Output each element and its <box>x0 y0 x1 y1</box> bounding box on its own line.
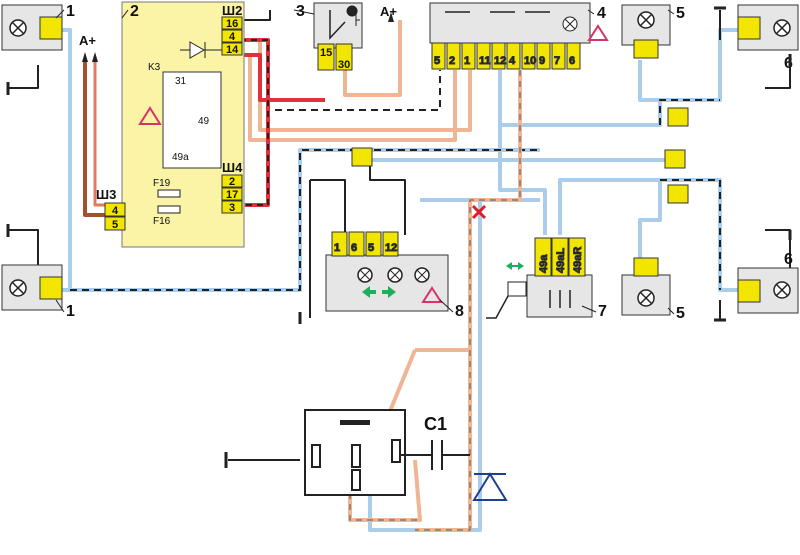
hazard-switch-pin-label: 5 <box>434 55 440 67</box>
stalk-pin-box <box>568 237 586 277</box>
connector-sh2-label: Ш2 <box>222 3 242 18</box>
hazard-switch-pin-label: 1 <box>464 55 470 67</box>
cluster-pin-label: 5 <box>368 242 374 254</box>
hazard-switch-pin-box <box>491 42 506 70</box>
stalk-pin-label: 49a <box>538 254 550 273</box>
pin-3: 3 <box>229 202 235 214</box>
fuse-f16 <box>157 205 181 214</box>
added-relay <box>304 409 406 496</box>
sh3-pin-4: 4 <box>112 205 119 217</box>
diode-icon <box>472 472 508 501</box>
sh3-pin-5: 5 <box>112 219 118 231</box>
lamp-side-right-bottom: 5 <box>621 257 685 322</box>
harness-connectors <box>351 107 689 204</box>
cluster-pin-box <box>382 231 399 257</box>
hazard-switch-pin-label: 2 <box>449 55 455 67</box>
hazard-switch-pin-label: 11 <box>479 55 491 67</box>
hazard-switch-pin-box <box>521 42 536 70</box>
turn-signal-stalk: 49a 49aL 49aR 7 <box>486 237 607 320</box>
cluster-pin-box <box>365 231 382 257</box>
hazard-switch-pin-box <box>506 42 521 70</box>
relay-pin-49a: 49a <box>172 152 189 163</box>
hazard-switch-pin-box <box>461 42 476 70</box>
callout-6-bottom: 6 <box>784 251 793 268</box>
pin-4: 4 <box>229 31 236 43</box>
callout-leaders <box>55 9 675 315</box>
lamp-rear-left: 1 <box>1 264 75 320</box>
pin-16: 16 <box>226 18 238 30</box>
stalk-pin-label: 49aR <box>572 247 584 273</box>
hazard-switch-pin-box <box>431 42 446 70</box>
diode-d1 <box>472 472 508 501</box>
arrow-left-right-icon <box>506 262 524 270</box>
callout-4: 4 <box>597 5 606 22</box>
callout-5-top: 5 <box>676 5 685 22</box>
relay-fuse-block: K3 31 49 49a Ш2 16 4 14 Ш4 2 17 3 F19 F1… <box>96 1 245 248</box>
relay-pin-31: 31 <box>175 76 187 87</box>
capacitor-label: C1 <box>424 414 447 434</box>
hazard-triangle-icon <box>138 106 162 125</box>
hazard-switch-pin-label: 4 <box>509 55 516 67</box>
cluster-pin-label: 6 <box>351 242 357 254</box>
hazard-switch-pin-box <box>551 42 566 70</box>
hazard-switch-pin-label: 7 <box>554 55 560 67</box>
callout-8: 8 <box>455 303 464 320</box>
fuse-f19 <box>157 189 181 198</box>
pin-14: 14 <box>226 44 239 56</box>
hazard-switch-pin-box <box>446 42 461 70</box>
lamp-front-left: 1 <box>1 3 75 51</box>
hazard-switch-pin-box <box>536 42 551 70</box>
ignition-pin-15: 15 <box>320 47 332 59</box>
hazard-switch-pin-label: 6 <box>569 55 575 67</box>
cluster-pin-box <box>331 231 348 257</box>
hazard-switch-pin-label: 12 <box>494 55 506 67</box>
callout-2: 2 <box>130 3 139 20</box>
fuse-f19-label: F19 <box>153 178 171 189</box>
lamp-rear-right: 6 <box>737 251 799 314</box>
fuse-f16-label: F16 <box>153 216 171 227</box>
hazard-switch-pin-box <box>566 42 581 70</box>
arrow-right-icon <box>382 286 396 298</box>
callout-1-top: 1 <box>66 3 75 20</box>
ignition-pin-30: 30 <box>338 59 350 71</box>
hazard-switch-pin-box <box>476 42 491 70</box>
ignition-switch: 15 30 A+ 3 <box>296 2 397 71</box>
cross-mark-icon <box>471 204 487 220</box>
arrow-left-icon <box>362 286 376 298</box>
cluster-pin-label: 1 <box>334 242 340 254</box>
cluster-pin-label: 12 <box>385 242 397 254</box>
supply-label-ignition: A+ <box>380 4 397 19</box>
lamp-front-right: 6 <box>737 4 799 72</box>
supply-label-left: A+ <box>79 33 96 48</box>
pin-17: 17 <box>226 189 238 201</box>
ground-symbols <box>6 6 792 468</box>
callout-7: 7 <box>598 303 607 320</box>
relay-pin-49: 49 <box>198 116 210 127</box>
hazard-switch-pin-label: 10 <box>524 55 536 67</box>
wires <box>8 10 791 532</box>
pin-2: 2 <box>229 176 235 188</box>
stalk-pin-label: 49aL <box>555 248 567 273</box>
callout-5-bottom: 5 <box>676 305 685 322</box>
cluster-pin-box <box>348 231 365 257</box>
callout-1-bottom: 1 <box>66 303 75 320</box>
stalk-pin-box <box>551 237 569 277</box>
battery-supply-left: A+ <box>79 33 98 62</box>
hazard-triangle-icon <box>587 24 609 41</box>
connector-sh4-label: Ш4 <box>222 160 243 175</box>
key-icon <box>346 5 360 26</box>
hazard-triangle-icon <box>421 286 443 303</box>
stalk-pin-box <box>534 237 552 277</box>
relay-k3-label: K3 <box>148 62 161 73</box>
lamp-side-right-top: 5 <box>621 4 685 59</box>
hazard-switch-pin-label: 9 <box>539 55 545 67</box>
connector-sh3-label: Ш3 <box>96 187 116 202</box>
capacitor-c1: C1 <box>400 414 470 470</box>
